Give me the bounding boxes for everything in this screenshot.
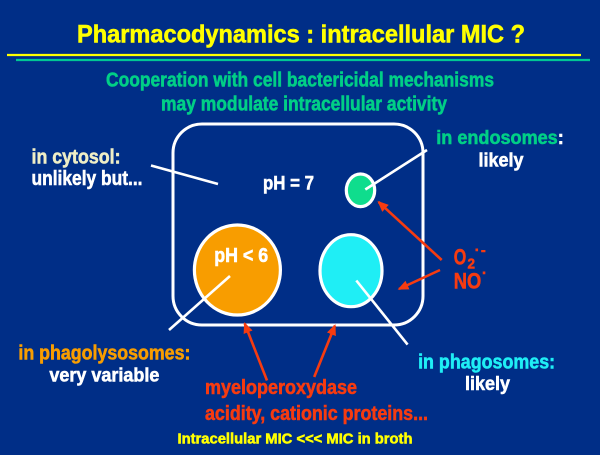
svg-text:in cytosol:: in cytosol: — [32, 147, 121, 169]
svg-text:in phagolysosomes:: in phagolysosomes: — [18, 342, 190, 364]
svg-text:in endosomes:: in endosomes: — [436, 128, 564, 149]
svg-text:likely: likely — [479, 151, 524, 172]
svg-text:2: 2 — [468, 257, 476, 273]
svg-text:in phagosomes:: in phagosomes: — [418, 351, 555, 373]
svg-text:pH < 6: pH < 6 — [214, 245, 268, 267]
svg-text:very variable: very variable — [49, 365, 159, 386]
svg-text:Pharmacodynamics : intracellul: Pharmacodynamics : intracellular MIC ? — [77, 21, 525, 49]
svg-text:Intracellular MIC <<< MIC in b: Intracellular MIC <<< MIC in broth — [178, 431, 413, 448]
svg-text:· -: · - — [475, 243, 486, 259]
svg-text:acidity, cationic proteins...: acidity, cationic proteins... — [205, 403, 428, 425]
svg-text:likely: likely — [465, 374, 510, 395]
svg-text:unlikely but...: unlikely but... — [32, 168, 143, 190]
svg-text:O: O — [454, 245, 467, 270]
svg-text:pH = 7: pH = 7 — [263, 173, 314, 194]
svg-text:Cooperation with cell bacteric: Cooperation with cell bactericidal mecha… — [106, 70, 494, 92]
svg-text:·: · — [482, 266, 487, 282]
svg-text:myeloperoxydase: myeloperoxydase — [205, 377, 357, 399]
svg-text:NO: NO — [454, 269, 482, 294]
svg-text:may modulate intracellular act: may modulate intracellular activity — [161, 94, 448, 116]
